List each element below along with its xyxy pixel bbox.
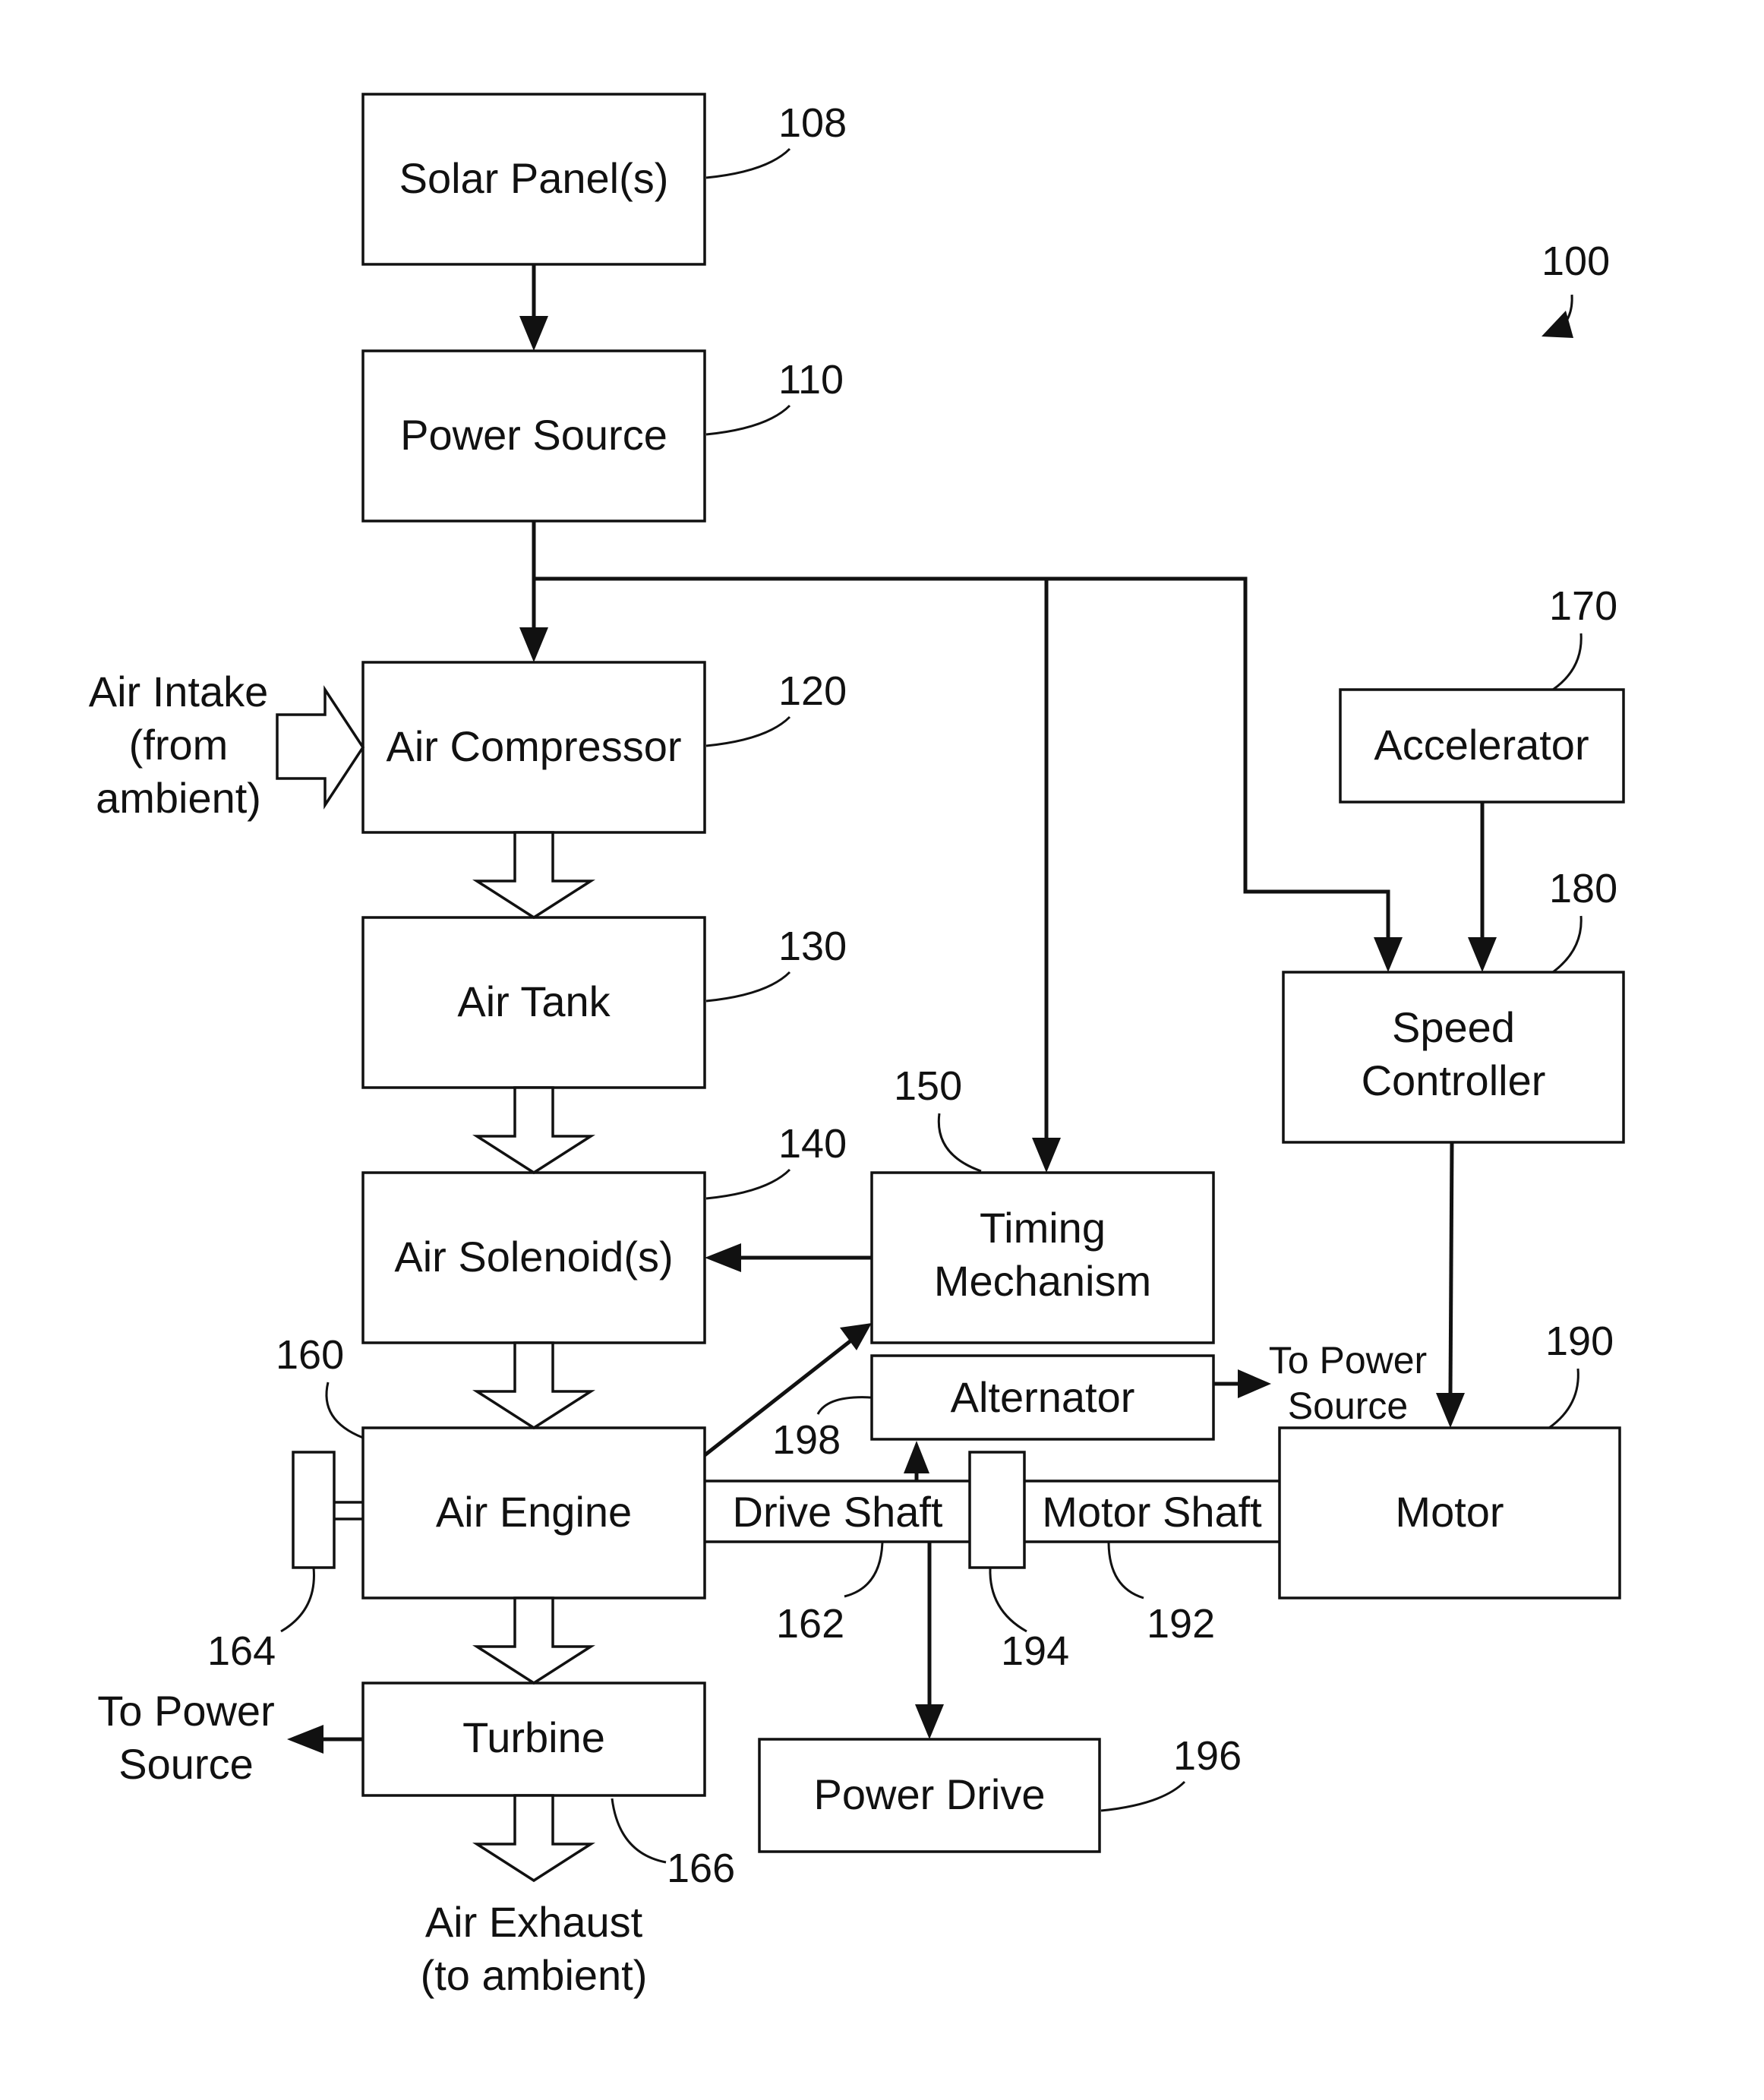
solar-panels-leader: [706, 149, 790, 178]
accelerator-block: Accelerator: [1340, 690, 1624, 802]
solar-panels-block: Solar Panel(s): [363, 94, 705, 264]
accelerator-label: Accelerator: [1374, 721, 1589, 769]
solar-to-power-arrowhead: [519, 316, 548, 351]
turbine-output-label-line2: Source: [118, 1740, 253, 1788]
controller-to-motor-line: [1450, 1142, 1452, 1394]
alternator-output-label-line2: Source: [1288, 1385, 1408, 1427]
speed-controller-leader: [1553, 916, 1581, 972]
air-compressor-label: Air Compressor: [387, 722, 682, 770]
accelerator-ref: 170: [1549, 583, 1617, 629]
air-compressor-leader: [706, 717, 790, 746]
alternator-block: Alternator: [872, 1356, 1213, 1439]
power-to-speed-controller-arrowhead: [1374, 937, 1403, 972]
air-engine-block: Air Engine: [363, 1428, 705, 1598]
motor-shaft-ref: 192: [1147, 1601, 1215, 1647]
alternator-output-label-line1: To Power: [1269, 1339, 1427, 1382]
air-intake-label-line3: ambient): [96, 774, 261, 822]
power-drive-label: Power Drive: [814, 1770, 1046, 1818]
air-intake-arrow: [277, 690, 363, 805]
speed-controller-label-line2: Controller: [1362, 1056, 1546, 1104]
air-solenoids-block: Air Solenoid(s): [363, 1173, 705, 1343]
shaft-to-power-drive-arrowhead: [915, 1704, 944, 1739]
power-drive-leader: [1101, 1782, 1185, 1811]
speed-controller-block: Speed Controller: [1283, 972, 1624, 1142]
coupling-leader: [990, 1568, 1027, 1631]
turbine-ref: 166: [667, 1846, 735, 1891]
speed-controller-label-line1: Speed: [1392, 1003, 1515, 1051]
power-source-leader: [706, 406, 790, 434]
alternator-label: Alternator: [951, 1373, 1135, 1421]
drive-shaft-leader: [844, 1542, 882, 1596]
air-tank-block: Air Tank: [363, 917, 705, 1088]
air-engine-label: Air Engine: [436, 1488, 632, 1536]
motor-label: Motor: [1395, 1488, 1504, 1536]
air-solenoids-ref: 140: [778, 1121, 847, 1167]
air-solenoids-label: Air Solenoid(s): [394, 1233, 673, 1281]
air-exhaust-arrow: [477, 1795, 591, 1881]
flywheel-leader: [281, 1568, 314, 1631]
solenoid-to-engine-air-arrow: [477, 1343, 591, 1428]
air-intake-label-line1: Air Intake: [89, 668, 269, 715]
drive-shaft-label: Drive Shaft: [733, 1488, 943, 1536]
timing-mechanism-label-line1: Timing: [980, 1204, 1106, 1252]
air-exhaust-label-line1: Air Exhaust: [425, 1898, 643, 1946]
flywheel-shaft: [334, 1502, 363, 1519]
air-compressor-ref: 120: [778, 668, 847, 714]
engine-to-turbine-air-arrow: [477, 1598, 591, 1683]
timing-mechanism-leader: [939, 1113, 981, 1171]
motor-block: Motor: [1280, 1428, 1620, 1598]
flywheel-ref: 164: [207, 1628, 276, 1674]
motor-shaft-leader: [1109, 1542, 1144, 1598]
compressor-to-tank-air-arrow: [477, 832, 591, 917]
air-exhaust-label-line2: (to ambient): [421, 1951, 648, 1999]
turbine-leader: [612, 1798, 666, 1862]
drive-shaft-ref: 162: [776, 1601, 844, 1647]
power-to-timing-arrowhead: [1032, 1138, 1061, 1173]
power-source-label: Power Source: [400, 411, 667, 459]
motor-shaft-label: Motor Shaft: [1042, 1488, 1262, 1536]
solar-panels-ref: 108: [778, 100, 847, 146]
power-source-ref: 110: [778, 357, 844, 403]
timing-mechanism-ref: 150: [894, 1063, 962, 1109]
accelerator-leader: [1553, 633, 1581, 690]
turbine-block: Turbine: [363, 1683, 705, 1795]
speed-controller-ref: 180: [1549, 866, 1617, 911]
power-drive-block: Power Drive: [759, 1739, 1100, 1852]
alternator-output-arrowhead: [1238, 1369, 1271, 1398]
air-compressor-block: Air Compressor: [363, 662, 705, 832]
tank-to-solenoid-air-arrow: [477, 1088, 591, 1173]
turbine-output-arrowhead: [287, 1725, 323, 1754]
motor-ref: 190: [1545, 1318, 1614, 1364]
shaft-coupling: [970, 1452, 1024, 1568]
air-solenoids-leader: [706, 1170, 790, 1198]
air-engine-leader: [327, 1382, 363, 1438]
turbine-label: Turbine: [462, 1713, 605, 1761]
air-tank-ref: 130: [778, 924, 847, 969]
air-tank-label: Air Tank: [457, 977, 611, 1025]
flywheel: [293, 1452, 334, 1568]
power-to-compressor-arrowhead: [519, 627, 548, 662]
air-intake-label-line2: (from: [129, 721, 229, 769]
figure-ref: 100: [1542, 238, 1610, 284]
controller-to-motor-arrowhead: [1436, 1393, 1465, 1428]
turbine-output-label-line1: To Power: [97, 1687, 274, 1735]
timing-to-solenoid-arrowhead: [705, 1243, 741, 1272]
air-engine-ref: 160: [276, 1332, 344, 1378]
motor-leader: [1549, 1369, 1578, 1428]
solar-panels-label: Solar Panel(s): [399, 154, 669, 202]
alternator-leader: [818, 1397, 871, 1414]
accelerator-to-controller-arrowhead: [1468, 937, 1497, 972]
power-drive-ref: 196: [1173, 1733, 1242, 1779]
timing-mechanism-block: Timing Mechanism: [872, 1173, 1213, 1343]
coupling-ref: 194: [1001, 1628, 1069, 1674]
timing-mechanism-label-line2: Mechanism: [934, 1257, 1151, 1305]
power-source-block: Power Source: [363, 351, 705, 521]
air-tank-leader: [706, 972, 790, 1001]
alternator-ref: 198: [772, 1417, 841, 1463]
shaft-to-alternator-arrowhead: [904, 1441, 929, 1473]
